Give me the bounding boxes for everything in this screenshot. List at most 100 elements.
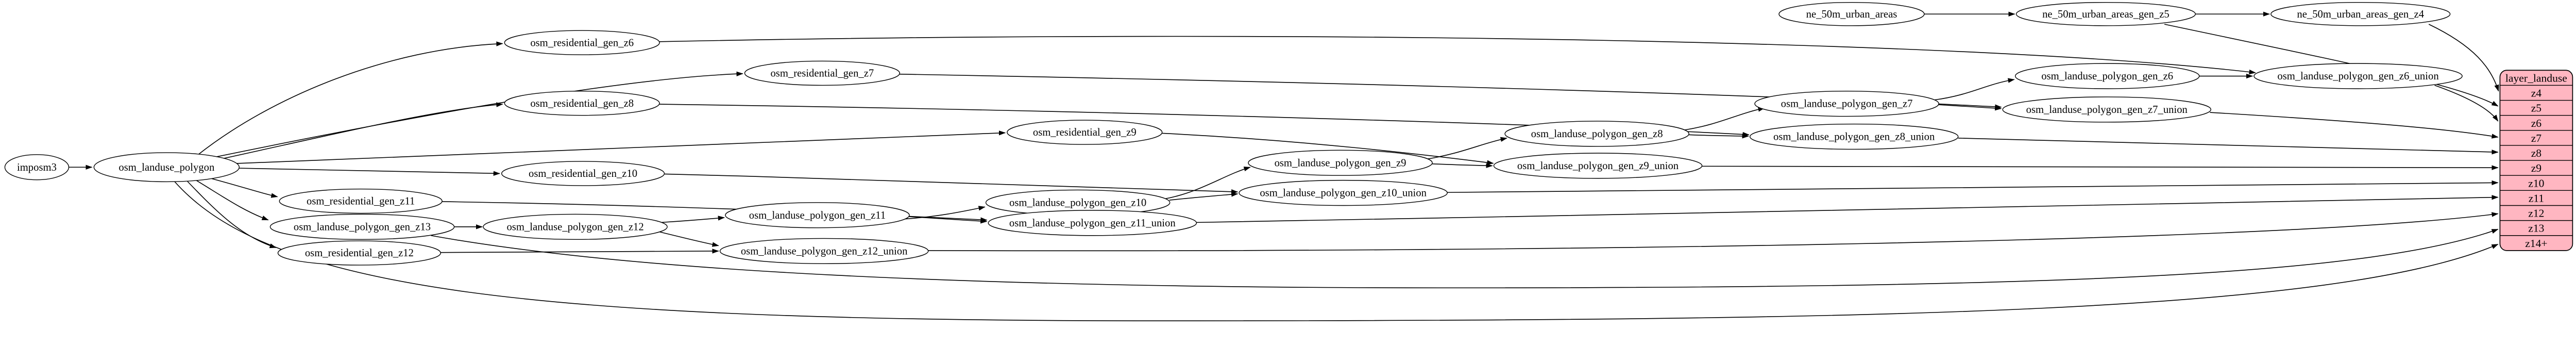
node-osm-residential-gen-z11: osm_residential_gen_z11 xyxy=(279,188,443,214)
node-ellipse-osm-residential-gen-z9 xyxy=(1007,120,1163,145)
edge-osm-landuse-polygon-to-osm-residential-gen-z8 xyxy=(212,102,503,161)
node-ne-50m-urban-areas-gen-z5: ne_50m_urban_areas_gen_z5 xyxy=(2015,2,2196,26)
edge-osm-landuse-polygon-gen-z13-to-layer-landuse-z13 xyxy=(431,228,2499,289)
node-label-ne-50m-urban-areas-gen-z5: ne_50m_urban_areas_gen_z5 xyxy=(2042,9,2170,20)
node-osm-landuse-polygon-gen-z8-union: osm_landuse_polygon_gen_z8_union xyxy=(1749,123,1959,150)
node-ellipse-osm-landuse-polygon-gen-z6-union xyxy=(2253,63,2463,89)
edge-osm-landuse-polygon-gen-z9-to-osm-landuse-polygon-gen-z8 xyxy=(1427,137,1507,160)
node-ellipse-osm-landuse-polygon-gen-z9-union xyxy=(1493,153,1703,179)
node-osm-landuse-polygon-gen-z6: osm_landuse_polygon_gen_z6 xyxy=(2014,63,2200,89)
node-osm-landuse-polygon-gen-z6-union: osm_landuse_polygon_gen_z6_union xyxy=(2253,63,2463,89)
node-label-osm-landuse-polygon-gen-z10: osm_landuse_polygon_gen_z10 xyxy=(1009,197,1146,208)
node-osm-residential-gen-z8: osm_residential_gen_z8 xyxy=(504,90,660,116)
edge-osm-landuse-polygon-to-osm-residential-gen-z12 xyxy=(186,180,277,249)
node-label-osm-residential-gen-z10: osm_residential_gen_z10 xyxy=(529,168,637,179)
node-label-osm-residential-gen-z12: osm_residential_gen_z12 xyxy=(305,248,414,259)
etl-diagram-page: imposm3 osm_landuse_polygon osm_residentia… xyxy=(4,2,2573,321)
node-osm-landuse-polygon-gen-z12: osm_landuse_polygon_gen_z12 xyxy=(483,213,668,240)
node-ellipse-osm-residential-gen-z12 xyxy=(277,240,441,266)
layer-landuse-row-z8: z8 xyxy=(2531,147,2541,159)
node-ellipse-osm-landuse-polygon-gen-z8-union xyxy=(1749,123,1959,150)
node-osm-landuse-polygon-gen-z10-union: osm_landuse_polygon_gen_z10_union xyxy=(1239,179,1448,206)
layer-landuse-title: layer_landuse xyxy=(2505,72,2567,84)
node-ellipse-osm-landuse-polygon-gen-z8 xyxy=(1504,121,1689,147)
node-ellipse-imposm3 xyxy=(4,154,70,180)
node-ellipse-osm-landuse-polygon-gen-z7 xyxy=(1754,90,1939,117)
node-osm-landuse-polygon-gen-z7-union: osm_landuse_polygon_gen_z7_union xyxy=(2002,96,2212,123)
node-ellipse-osm-residential-gen-z10 xyxy=(501,161,665,186)
layer-landuse-row-z5: z5 xyxy=(2531,102,2541,114)
node-ellipse-osm-residential-gen-z8 xyxy=(504,90,660,116)
node-osm-landuse-polygon-gen-z11: osm_landuse_polygon_gen_z11 xyxy=(725,202,910,228)
node-ellipse-osm-residential-gen-z11 xyxy=(279,188,443,214)
node-osm-residential-gen-z10: osm_residential_gen_z10 xyxy=(501,161,665,186)
edge-osm-landuse-polygon-gen-z10-to-osm-landuse-polygon-gen-z10-union xyxy=(1169,192,1239,201)
edge-ne-50m-urban-areas-gen-z4-to-layer-landuse-z4 xyxy=(2428,24,2499,92)
edge-osm-landuse-polygon-gen-z10-union-to-layer-landuse-z10 xyxy=(1447,180,2499,193)
nodes-layer: imposm3 osm_landuse_polygon osm_residentia… xyxy=(4,2,2463,266)
node-label-osm-landuse-polygon-gen-z11-union: osm_landuse_polygon_gen_z11_union xyxy=(1009,218,1176,229)
node-osm-landuse-polygon-gen-z8: osm_landuse_polygon_gen_z8 xyxy=(1504,121,1689,147)
edge-osm-landuse-polygon-gen-z8-to-osm-landuse-polygon-gen-z7 xyxy=(1685,107,1765,130)
edge-osm-landuse-polygon-gen-z12-to-osm-landuse-polygon-gen-z12-union xyxy=(658,231,719,247)
node-label-osm-residential-gen-z11: osm_residential_gen_z11 xyxy=(307,196,415,207)
edge-osm-landuse-polygon-to-osm-landuse-polygon-gen-z13 xyxy=(193,178,269,221)
node-label-osm-landuse-polygon-gen-z12-union: osm_landuse_polygon_gen_z12_union xyxy=(741,245,908,257)
node-label-ne-50m-urban-areas: ne_50m_urban_areas xyxy=(1806,9,1897,20)
node-ellipse-osm-landuse-polygon-gen-z6 xyxy=(2014,63,2200,89)
edge-osm-landuse-polygon-gen-z11-to-osm-landuse-polygon-gen-z11-union xyxy=(909,216,988,224)
edge-osm-residential-gen-z9-to-osm-landuse-polygon-gen-z9-union xyxy=(1162,133,1494,165)
edge-osm-residential-gen-z10-to-osm-landuse-polygon-gen-z10-union xyxy=(664,173,1239,194)
edge-osm-landuse-polygon-gen-z10-to-osm-landuse-polygon-gen-z9 xyxy=(1165,167,1251,200)
node-label-osm-landuse-polygon: osm_landuse_polygon xyxy=(118,162,215,173)
node-ne-50m-urban-areas: ne_50m_urban_areas xyxy=(1778,2,1925,26)
layer-landuse-row-z4: z4 xyxy=(2531,87,2542,99)
node-label-osm-landuse-polygon-gen-z6-union: osm_landuse_polygon_gen_z6_union xyxy=(2277,71,2439,82)
layer-landuse-row-z9: z9 xyxy=(2531,162,2541,174)
node-ellipse-ne-50m-urban-areas-gen-z5 xyxy=(2015,2,2196,26)
node-label-osm-landuse-polygon-gen-z13: osm_landuse_polygon_gen_z13 xyxy=(294,221,431,233)
edge-osm-landuse-polygon-gen-z6-union-to-layer-landuse-z6 xyxy=(2434,85,2499,122)
node-ellipse-osm-residential-gen-z6 xyxy=(504,30,660,55)
node-osm-landuse-polygon: osm_landuse_polygon xyxy=(93,152,240,183)
edge-osm-residential-gen-z12-to-osm-landuse-polygon-gen-z12-union xyxy=(440,249,719,254)
layer-landuse-row-z14: z14+ xyxy=(2525,237,2547,250)
node-osm-landuse-polygon-gen-z12-union: osm_landuse_polygon_gen_z12_union xyxy=(719,238,929,264)
node-ellipse-osm-landuse-polygon-gen-z12-union xyxy=(719,238,929,264)
node-osm-landuse-polygon-gen-z10: osm_landuse_polygon_gen_z10 xyxy=(985,189,1171,216)
layer-landuse-row-z6: z6 xyxy=(2531,117,2542,129)
node-osm-residential-gen-z9: osm_residential_gen_z9 xyxy=(1007,120,1163,145)
edge-osm-landuse-polygon-to-layer-landuse-z14 xyxy=(174,180,2499,321)
layer-landuse-row-z10: z10 xyxy=(2528,177,2544,189)
edge-osm-landuse-polygon-gen-z7-to-osm-landuse-polygon-gen-z7-union xyxy=(1938,104,2002,111)
edge-osm-landuse-polygon-gen-z9-to-osm-landuse-polygon-gen-z9-union xyxy=(1432,163,1493,168)
edge-osm-residential-gen-z6-to-osm-landuse-polygon-gen-z6-union xyxy=(659,36,2256,75)
edge-osm-landuse-polygon-gen-z11-to-osm-landuse-polygon-gen-z10 xyxy=(903,206,986,220)
node-ellipse-ne-50m-urban-areas-gen-z4 xyxy=(2270,2,2451,26)
node-label-osm-landuse-polygon-gen-z9: osm_landuse_polygon_gen_z9 xyxy=(1275,157,1406,169)
node-osm-landuse-polygon-gen-z11-union: osm_landuse_polygon_gen_z11_union xyxy=(988,210,1197,236)
etl-diagram-canvas: imposm3 osm_landuse_polygon osm_residentia… xyxy=(4,2,2573,321)
node-label-osm-landuse-polygon-gen-z7: osm_landuse_polygon_gen_z7 xyxy=(1781,98,1913,110)
node-ellipse-osm-landuse-polygon-gen-z10-union xyxy=(1239,179,1448,206)
layer-landuse-row-z12: z12 xyxy=(2528,207,2544,220)
node-ellipse-osm-landuse-polygon-gen-z9 xyxy=(1248,150,1433,176)
node-label-osm-landuse-polygon-gen-z8: osm_landuse_polygon_gen_z8 xyxy=(1531,128,1663,140)
edge-osm-landuse-polygon-to-osm-residential-gen-z11 xyxy=(203,176,278,198)
node-osm-landuse-polygon-gen-z9-union: osm_landuse_polygon_gen_z9_union xyxy=(1493,153,1703,179)
node-ellipse-osm-residential-gen-z7 xyxy=(744,60,900,86)
node-label-osm-residential-gen-z8: osm_residential_gen_z8 xyxy=(530,98,634,109)
node-ellipse-osm-landuse-polygon xyxy=(93,152,240,183)
node-ellipse-ne-50m-urban-areas xyxy=(1778,2,1925,26)
edge-osm-landuse-polygon-to-osm-residential-gen-z7 xyxy=(208,71,743,159)
node-label-osm-landuse-polygon-gen-z12: osm_landuse_polygon_gen_z12 xyxy=(506,221,643,233)
node-ellipse-osm-landuse-polygon-gen-z7-union xyxy=(2002,96,2212,123)
edge-osm-landuse-polygon-to-osm-residential-gen-z6 xyxy=(197,41,503,156)
node-osm-residential-gen-z6: osm_residential_gen_z6 xyxy=(504,30,660,55)
edge-osm-landuse-polygon-gen-z12-union-to-layer-landuse-z12 xyxy=(928,212,2499,252)
node-label-ne-50m-urban-areas-gen-z4: ne_50m_urban_areas_gen_z4 xyxy=(2297,9,2424,20)
node-imposm3: imposm3 xyxy=(4,154,70,180)
node-label-imposm3: imposm3 xyxy=(17,162,57,173)
node-osm-residential-gen-z7: osm_residential_gen_z7 xyxy=(744,60,900,86)
layer-landuse-row-z13: z13 xyxy=(2528,222,2544,235)
